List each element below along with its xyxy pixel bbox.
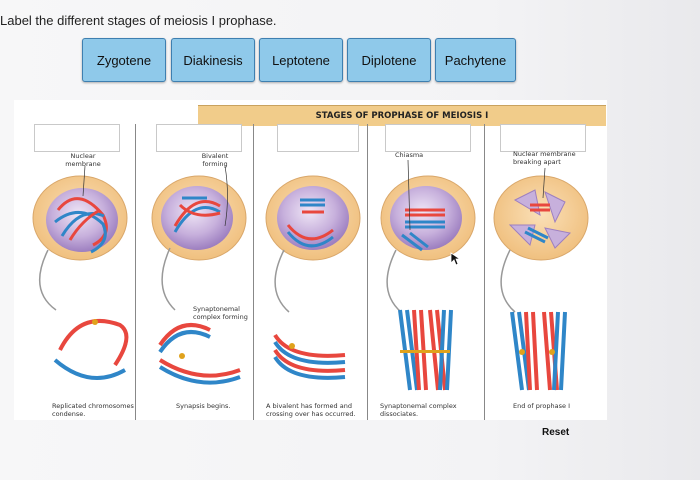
mouse-cursor-icon (450, 252, 462, 266)
label-pachytene[interactable]: Pachytene (435, 38, 516, 82)
note-nuclear-membrane: Nuclear membrane (65, 152, 101, 168)
note-chiasma: Chiasma (395, 151, 424, 159)
note-bivalent-forming: Bivalent forming (201, 152, 229, 168)
cell-stage-2 (151, 175, 247, 261)
label-diakinesis[interactable]: Diakinesis (171, 38, 255, 82)
dropzone-5[interactable] (500, 124, 586, 152)
label-diplotene[interactable]: Diplotene (347, 38, 431, 82)
detail-stage-2 (158, 323, 241, 385)
caption-1: Replicated chromosomes condense. (52, 402, 134, 418)
dropzone-2[interactable] (156, 124, 242, 152)
cell-stage-1 (32, 175, 128, 261)
cell-stage-3 (265, 175, 361, 261)
instruction-text: Label the different stages of meiosis I … (0, 13, 277, 28)
detail-stage-1 (53, 319, 129, 380)
caption-5: End of prophase I (513, 402, 570, 410)
column-divider (135, 124, 136, 420)
label-zygotene[interactable]: Zygotene (82, 38, 166, 82)
cell-stage-5 (493, 175, 589, 261)
dropzone-1[interactable] (34, 124, 120, 152)
caption-2: Synapsis begins. (176, 402, 231, 410)
caption-3: A bivalent has formed and crossing over … (266, 402, 356, 418)
detail-stage-5 (510, 311, 567, 391)
note-synaptonemal-forming: Synaptonemal complex forming (193, 305, 248, 321)
figure-title: STAGES OF PROPHASE OF MEIOSIS I (198, 105, 606, 126)
caption-4: Synaptonemal complex dissociates. (380, 402, 457, 418)
column-divider (484, 124, 485, 420)
dropzone-3[interactable] (277, 124, 359, 152)
detail-stage-3 (273, 333, 346, 380)
note-nuclear-membrane-breaking: Nuclear membrane breaking apart (513, 150, 576, 166)
reset-button[interactable]: Reset (542, 427, 570, 438)
label-leptotene[interactable]: Leptotene (259, 38, 343, 82)
detail-stage-4 (398, 309, 453, 391)
dropzone-4[interactable] (385, 124, 471, 152)
cell-stage-4 (380, 175, 476, 261)
column-divider (253, 124, 254, 420)
column-divider (367, 124, 368, 420)
